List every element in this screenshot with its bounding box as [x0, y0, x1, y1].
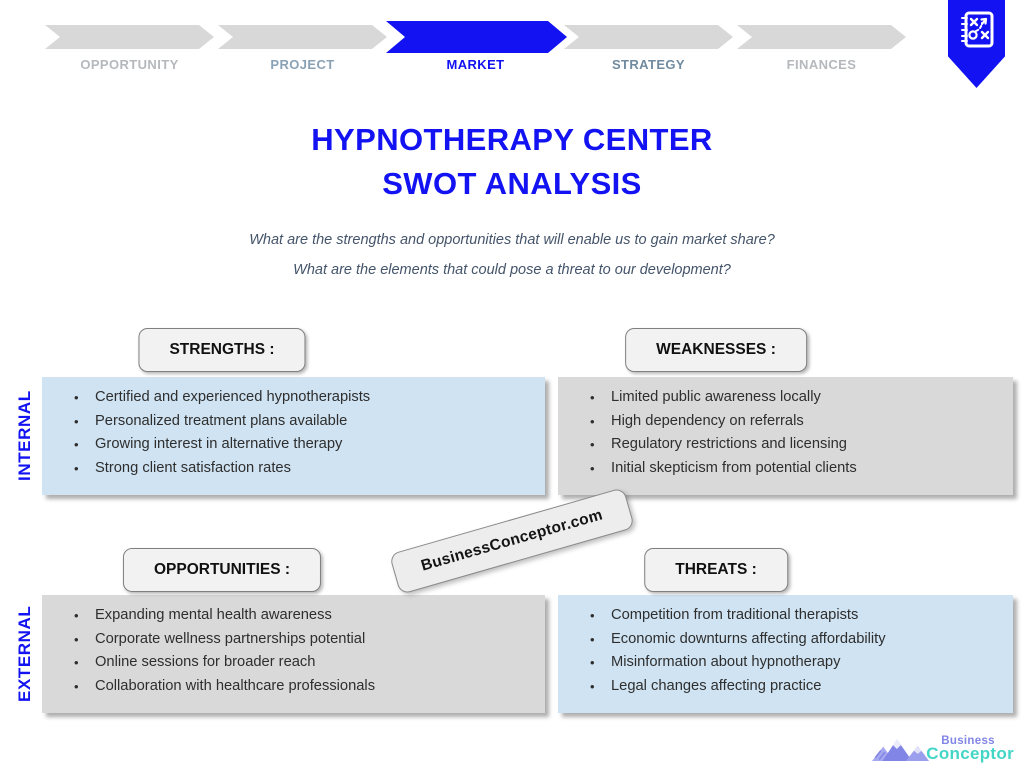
list-item: Corporate wellness partnerships potentia… [74, 628, 539, 652]
opportunities-header: OPPORTUNITIES : [122, 548, 322, 592]
process-step-strategy: STRATEGY [564, 0, 733, 84]
list-item: Economic downturns affecting affordabili… [590, 628, 1007, 652]
process-step-project: PROJECT [218, 0, 387, 84]
strengths-header: STRENGTHS : [138, 328, 306, 372]
list-item: Collaboration with healthcare profession… [74, 675, 539, 699]
threats-header: THREATS : [644, 548, 788, 592]
page-title-line1: HYPNOTHERAPY CENTER [311, 122, 713, 157]
list-item: Initial skepticism from potential client… [590, 457, 1007, 481]
weaknesses-header: WEAKNESSES : [625, 328, 807, 372]
list-item: Competition from traditional therapists [590, 604, 1007, 628]
brand-name-conceptor: Conceptor [926, 743, 1014, 763]
strategy-board-icon [961, 11, 994, 48]
threats-list: Competition from traditional therapists … [558, 595, 1013, 698]
brand-logo-text: Business Conceptor [926, 735, 1014, 764]
list-item: Strong client satisfaction rates [74, 457, 539, 481]
strengths-box: Certified and experienced hypnotherapist… [42, 377, 545, 495]
bookmark-badge [948, 0, 1005, 88]
process-step-label: FINANCES [786, 57, 857, 72]
opportunities-box: Expanding mental health awareness Corpor… [42, 595, 545, 713]
list-item: Online sessions for broader reach [74, 651, 539, 675]
axis-label-external: EXTERNAL [15, 605, 34, 703]
chevron-shape [564, 25, 733, 49]
list-item: Regulatory restrictions and licensing [590, 433, 1007, 457]
list-item: Misinformation about hypnotherapy [590, 651, 1007, 675]
list-item: High dependency on referrals [590, 410, 1007, 434]
process-bar: OPPORTUNITY PROJECT MARKET STRATEGY FINA… [45, 0, 907, 84]
page-title-line2: SWOT ANALYSIS [382, 166, 642, 201]
list-item: Certified and experienced hypnotherapist… [74, 386, 539, 410]
process-step-market-active: MARKET [391, 0, 560, 84]
threats-box: Competition from traditional therapists … [558, 595, 1013, 713]
axis-label-internal: INTERNAL [15, 390, 34, 482]
subtitle-question-2: What are the elements that could pose a … [293, 262, 731, 278]
strengths-list: Certified and experienced hypnotherapist… [42, 377, 545, 480]
watermark: BusinessConceptor.com [388, 487, 636, 595]
process-step-label: STRATEGY [611, 57, 686, 72]
brand-logo: Business Conceptor [872, 732, 1014, 766]
weaknesses-box: Limited public awareness locally High de… [558, 377, 1013, 495]
list-item: Legal changes affecting practice [590, 675, 1007, 699]
chevron-shape [218, 25, 387, 49]
subtitle-question-1: What are the strengths and opportunities… [249, 232, 775, 248]
brand-name-business: Business [941, 734, 995, 747]
chevron-shape [45, 25, 214, 49]
opportunities-list: Expanding mental health awareness Corpor… [42, 595, 545, 698]
process-step-label: PROJECT [270, 57, 335, 72]
weaknesses-list: Limited public awareness locally High de… [558, 377, 1013, 480]
process-step-opportunity: OPPORTUNITY [45, 0, 214, 84]
process-step-label: MARKET [446, 57, 505, 72]
list-item: Personalized treatment plans available [74, 410, 539, 434]
list-item: Expanding mental health awareness [74, 604, 539, 628]
mountain-logo-icon [872, 739, 930, 762]
chevron-shape-active [386, 21, 567, 53]
chevron-shape [737, 25, 906, 49]
list-item: Limited public awareness locally [590, 386, 1007, 410]
process-step-finances: FINANCES [737, 0, 906, 84]
process-step-label: OPPORTUNITY [80, 57, 179, 72]
list-item: Growing interest in alternative therapy [74, 433, 539, 457]
page-title: HYPNOTHERAPY CENTER SWOT ANALYSIS [0, 118, 1024, 206]
